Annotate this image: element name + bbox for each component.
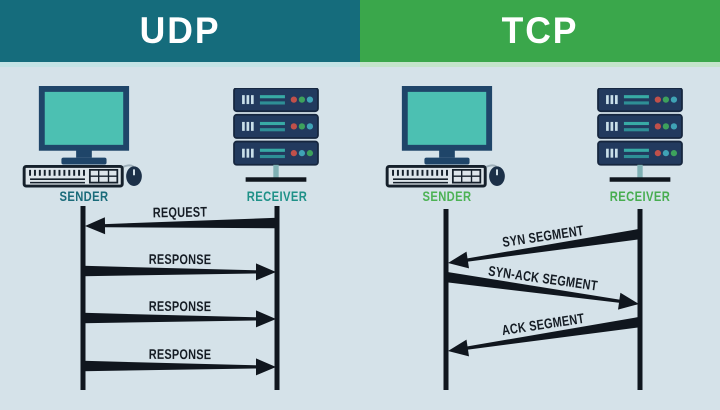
udp-header-title: UDP [139,10,221,51]
udp-sender-label: SENDER [59,188,109,204]
udp-message-arrow [83,263,276,281]
udp-message-label: RESPONSE [148,345,212,362]
udp-message-arrow [83,310,276,328]
udp-receiver-label: RECEIVER [246,188,308,204]
udp-header: UDP [0,0,360,62]
udp-message-arrow [85,217,278,235]
udp-message-label: RESPONSE [148,250,212,267]
tcp-receiver-label: RECEIVER [609,188,671,204]
tcp-header-title: TCP [501,10,579,51]
tcp-message-arrow [445,271,639,310]
tcp-header: TCP [360,0,720,62]
udp-message-arrow [83,358,276,376]
tcp-sender-label: SENDER [422,188,472,204]
tcp-message-arrow [448,228,641,269]
udp-header-underline [0,62,360,67]
udp-message-label: RESPONSE [148,297,212,314]
tcp-message-arrow [448,316,641,357]
tcp-header-underline [360,62,720,67]
udp-message-label: REQUEST [152,203,208,220]
